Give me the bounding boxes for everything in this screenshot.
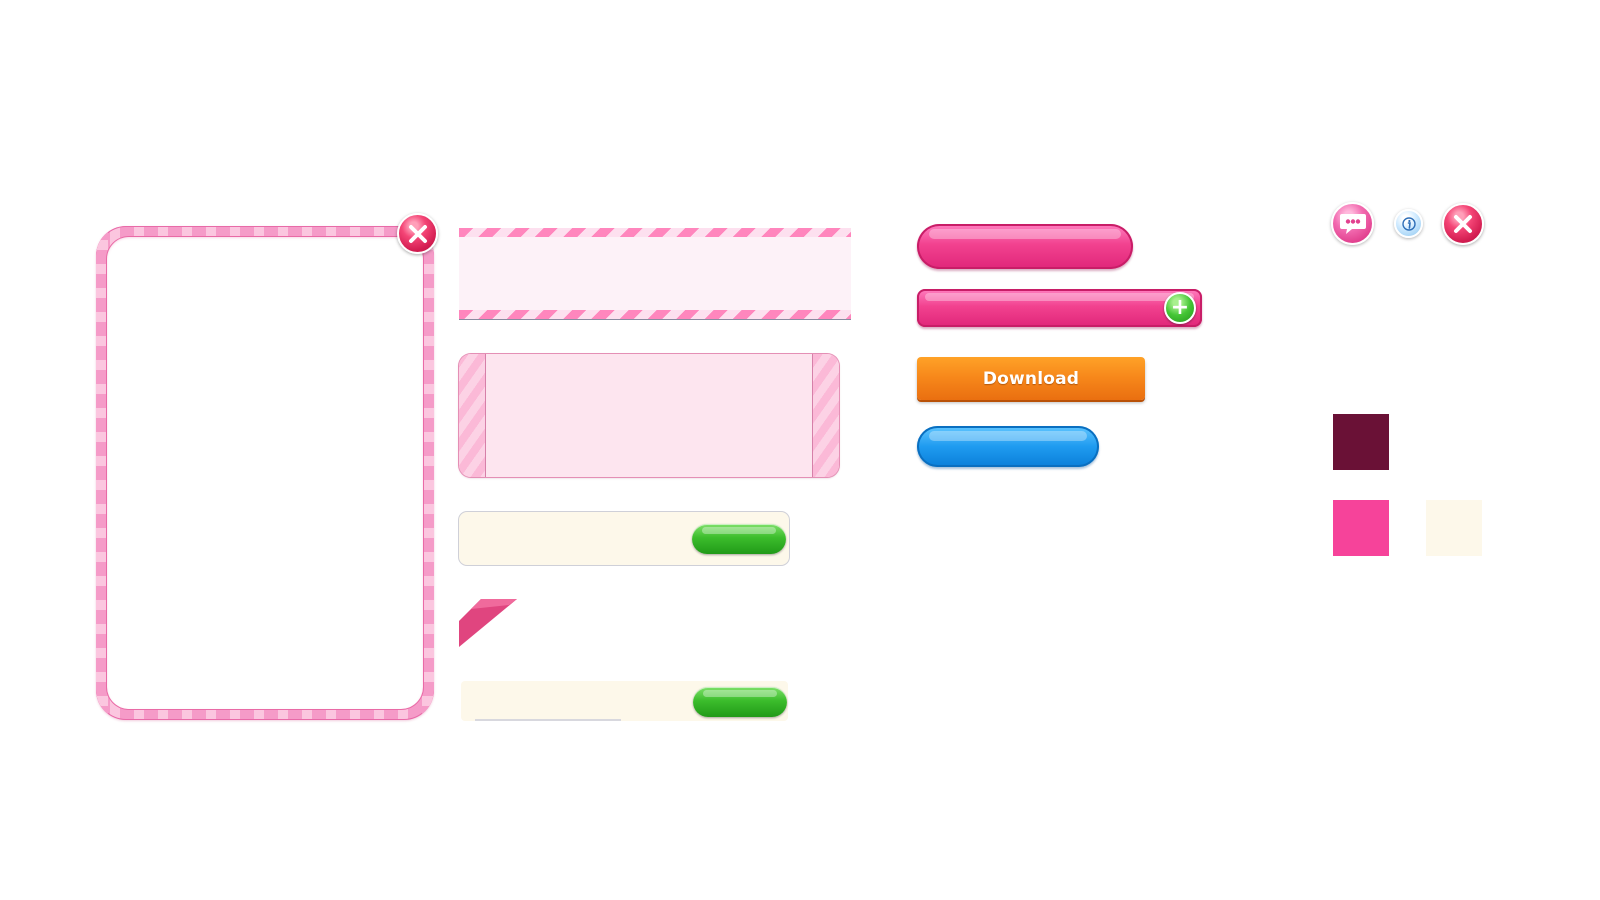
swatch-cream [1426, 500, 1482, 556]
swatch-pink [1333, 500, 1389, 556]
green-action-button[interactable] [692, 524, 786, 554]
close-icon [408, 224, 427, 243]
pink-content-panel [459, 354, 839, 477]
plus-icon: + [1170, 295, 1190, 320]
banner-stripe-top [459, 228, 851, 237]
swatch-maroon [1333, 414, 1389, 470]
banner-stripe-bottom [459, 310, 851, 319]
close-button[interactable] [1442, 203, 1484, 245]
chat-bubble-icon [1339, 213, 1366, 234]
download-button-label: Download [982, 368, 1080, 389]
panel-side-right [812, 354, 839, 477]
info-icon [1401, 216, 1416, 231]
close-icon [1454, 215, 1472, 233]
candy-frame-panel [96, 226, 434, 720]
frame-close-button[interactable] [397, 213, 438, 254]
green-action-button[interactable] [693, 687, 787, 717]
striped-header-banner [459, 228, 851, 319]
blue-pill-button[interactable] [917, 426, 1099, 467]
cream-input-row[interactable] [459, 512, 789, 565]
info-button[interactable] [1394, 209, 1423, 238]
download-button[interactable]: Download [917, 357, 1145, 400]
pink-plus-bar[interactable]: + [917, 289, 1202, 327]
cream-input-row[interactable] [461, 681, 788, 721]
plus-button[interactable]: + [1164, 292, 1196, 324]
pink-pill-button[interactable] [917, 224, 1133, 269]
chat-button[interactable] [1331, 202, 1374, 245]
ribbon-corner [459, 599, 517, 647]
panel-side-left [459, 354, 486, 477]
candy-frame-content [107, 237, 423, 709]
